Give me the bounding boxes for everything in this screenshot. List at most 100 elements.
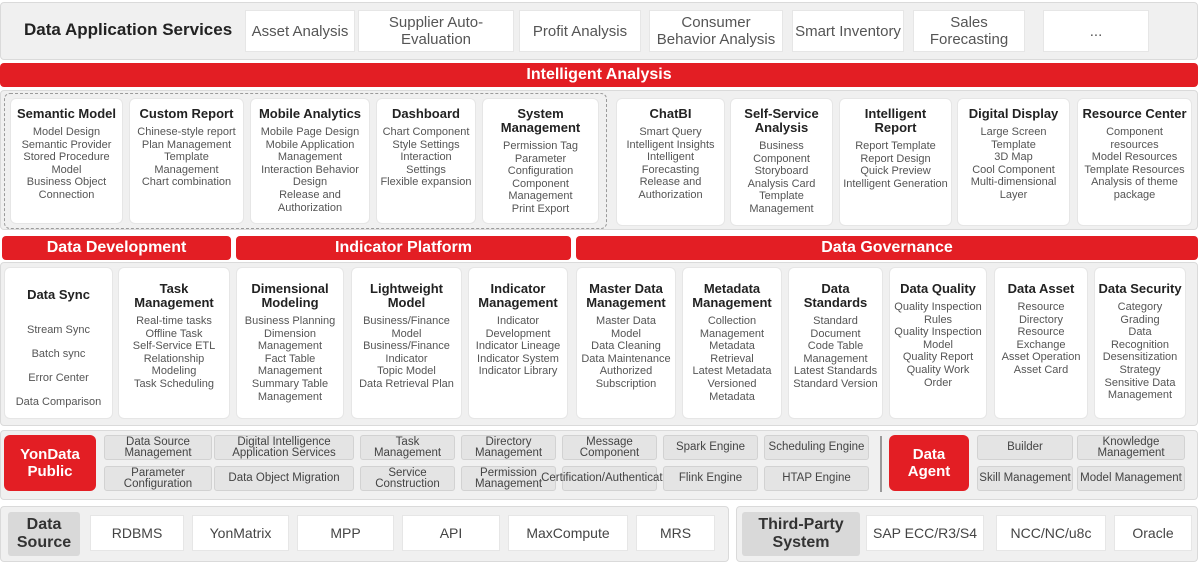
card-title: Semantic Model (17, 106, 116, 121)
services-title: Data Application Services (24, 20, 233, 39)
agent-item-builder[interactable]: Builder (977, 435, 1073, 460)
public-item-htap-engine[interactable]: HTAP Engine (764, 466, 869, 491)
card-item: Model Resources (1091, 151, 1178, 164)
card-item: Style Settings (392, 138, 460, 151)
public-item-flink-engine[interactable]: Flink Engine (663, 466, 758, 491)
card-item: Permission Tag (503, 140, 578, 152)
card-item: Resource Directory (1017, 301, 1065, 326)
card-title: Metadata Management (692, 281, 772, 310)
card-item: Multi-dimensional Layer (970, 176, 1057, 201)
card-item: Analysis of theme package (1091, 176, 1178, 201)
service-item[interactable]: Supplier Auto-Evaluation (358, 10, 514, 52)
card-item: Quality Report (902, 351, 974, 364)
card-title: Indicator Management (478, 281, 558, 310)
card-item: Model Design (32, 126, 101, 138)
public-item-parameter-configuration[interactable]: Parameter Configuration (104, 466, 212, 491)
service-item[interactable]: Smart Inventory (792, 10, 904, 52)
card-item: Indicator Development (485, 315, 551, 340)
data-source-item-yonmatrix[interactable]: YonMatrix (192, 515, 289, 551)
card-item: Cool Component (972, 163, 1055, 176)
card-title: Data Quality (900, 281, 976, 296)
card-item: Task Scheduling (133, 377, 215, 390)
yondata-public-badge: YonData Public (4, 435, 96, 491)
card-item: Large Screen Template (980, 126, 1047, 151)
public-item-certification-authentication[interactable]: Certification/Authentication (541, 466, 678, 491)
card-item: Indicator Library (478, 365, 558, 378)
card-item: Template Management (154, 151, 219, 176)
card-title: Resource Center (1082, 106, 1187, 121)
public-item-directory-management[interactable]: Directory Management (461, 435, 556, 460)
public-item-digital-intelligence-application-services[interactable]: Digital Intelligence Application Service… (214, 435, 354, 460)
third-party-item-ncc-nc-u8c[interactable]: NCC/NC/u8c (996, 515, 1106, 551)
card-item: Component resources (1106, 126, 1163, 151)
public-item-permission-management[interactable]: Permission Management (461, 466, 556, 491)
card-item: Dimension Management (257, 327, 323, 353)
data-source-item-mpp[interactable]: MPP (297, 515, 394, 551)
agent-item-skill-management[interactable]: Skill Management (977, 466, 1073, 491)
card-item: Asset Card (1013, 363, 1069, 376)
service-item[interactable]: Sales Forecasting (913, 10, 1025, 52)
data-source-item-mrs[interactable]: MRS (636, 515, 715, 551)
third-party-item-oracle[interactable]: Oracle (1114, 515, 1192, 551)
service-item[interactable]: ... (1043, 10, 1149, 52)
service-item[interactable]: Consumer Behavior Analysis (649, 10, 783, 52)
public-item-spark-engine[interactable]: Spark Engine (663, 435, 758, 460)
agent-item-model-management[interactable]: Model Management (1077, 466, 1185, 491)
card-item: Metadata Retrieval (709, 340, 755, 365)
data-source-item-api[interactable]: API (402, 515, 500, 551)
card-item: Real-time tasks (136, 315, 212, 327)
card-item: Flexible expansion (380, 176, 472, 189)
card-item: Template Resources (1084, 163, 1185, 176)
data-source-item-rdbms[interactable]: RDBMS (90, 515, 184, 551)
public-item-task-management[interactable]: Task Management (360, 435, 455, 460)
agent-item-knowledge-management[interactable]: Knowledge Management (1077, 435, 1185, 460)
card-item: Summary Table Management (251, 377, 329, 403)
service-item[interactable]: Asset Analysis (245, 10, 355, 52)
card-item: Semantic Provider (21, 138, 112, 151)
public-item-data-object-migration[interactable]: Data Object Migration (214, 466, 354, 491)
card-item: Business/Finance Model (363, 315, 450, 340)
card-item: Report Design (860, 152, 931, 165)
card-item: Quick Preview (860, 165, 931, 178)
data-governance-header: Data Governance (576, 236, 1198, 260)
card-item: Intelligent Forecasting (641, 151, 700, 176)
service-item[interactable]: Profit Analysis (519, 10, 641, 52)
card-item: Latest Standards (793, 365, 878, 378)
public-item-service-construction[interactable]: Service Construction (360, 466, 455, 491)
public-item-message-component[interactable]: Message Component (562, 435, 657, 460)
third-party-item-sap-ecc-r3-s4[interactable]: SAP ECC/R3/S4 (866, 515, 984, 551)
data-source-item-maxcompute[interactable]: MaxCompute (508, 515, 628, 551)
card-title: Data Asset (1007, 281, 1075, 296)
public-item-scheduling-engine[interactable]: Scheduling Engine (764, 435, 869, 460)
card-title: Dimensional Modeling (251, 281, 329, 310)
card-title: Data Standards (803, 281, 868, 310)
card-item: Analysis Card (747, 177, 816, 190)
public-item-data-source-management[interactable]: Data Source Management (104, 435, 212, 460)
